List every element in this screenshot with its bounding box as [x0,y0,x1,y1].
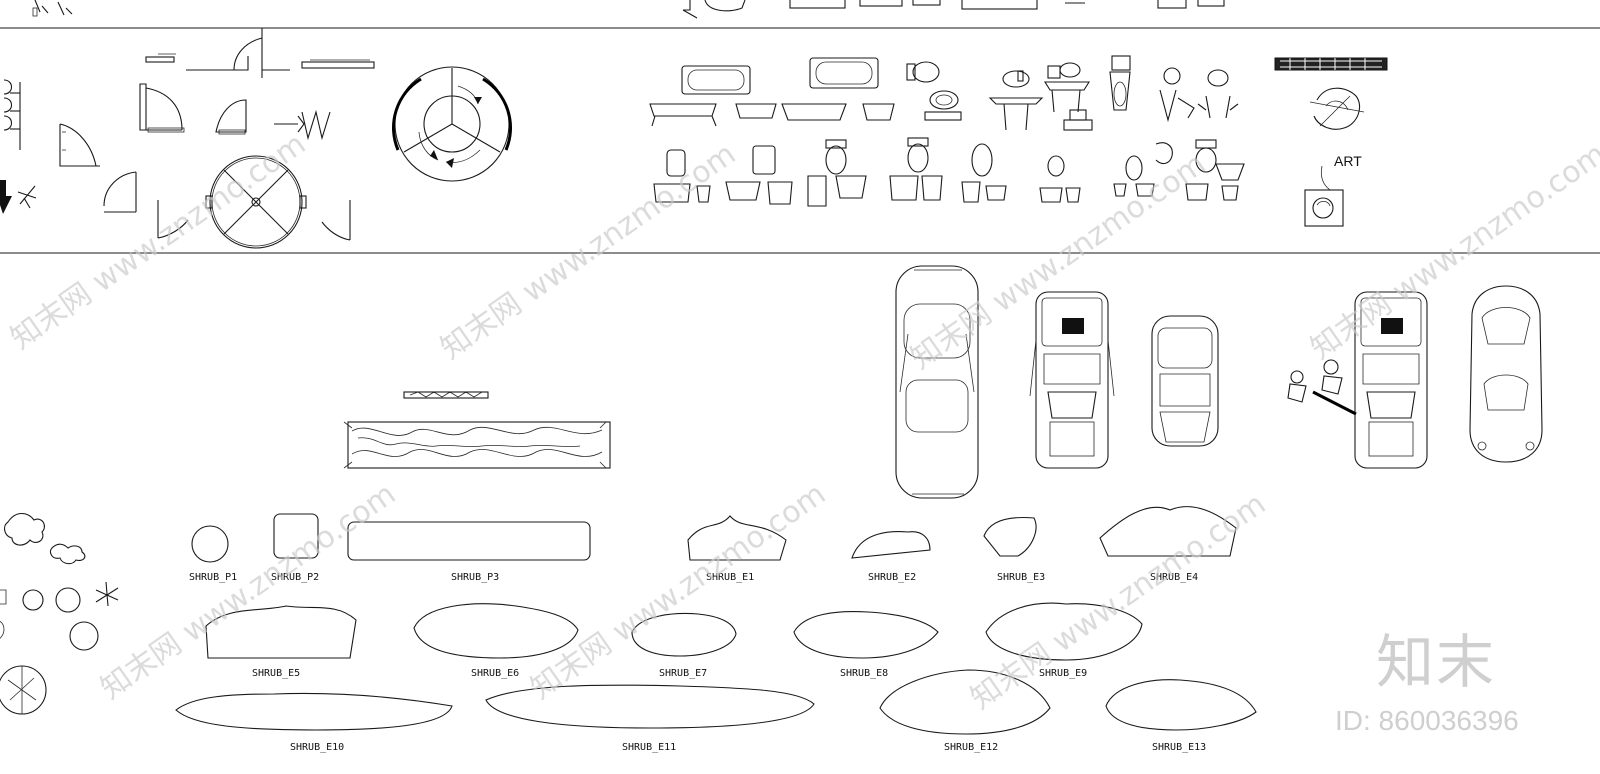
shrub-label-e3: SHRUB_E3 [997,572,1045,583]
shrub-label-p3: SHRUB_P3 [451,572,499,583]
shrub-label-e10: SHRUB_E10 [290,742,344,753]
revolving-door-icon [205,155,307,249]
toilet-icon [906,61,1093,131]
brand-id: ID: 860036396 [1335,705,1519,736]
arrow-down-icon [0,180,12,214]
shrub-label-e4: SHRUB_E4 [1150,572,1198,583]
top-left-fragment [32,0,73,17]
brand-watermark: 知末 ID: 860036396 [1335,628,1519,736]
person-figure-icon [1287,359,1357,416]
shrub-label-p1: SHRUB_P1 [189,572,237,583]
shrub-label-e8: SHRUB_E8 [840,668,888,679]
shrub-icon [191,506,1237,563]
shrub-label-e6: SHRUB_E6 [471,668,519,679]
planter-box [343,391,611,469]
urinal-icon [1109,55,1239,123]
shrub-label-e13: SHRUB_E13 [1152,742,1206,753]
left-edge-symbols [0,79,37,214]
shrub-label-p2: SHRUB_P2 [271,572,319,583]
car-topview-icon [1469,285,1543,463]
door-swing-icon [59,28,375,241]
shrub-icon [205,602,1143,661]
art-piece-icon: ART [1304,87,1365,227]
shrub-label-e11: SHRUB_E11 [622,742,676,753]
shrub-label-e7: SHRUB_E7 [659,668,707,679]
car-topview-icon [1354,291,1428,469]
bathtub-icon [681,57,879,95]
shrub-label-e1: SHRUB_E1 [706,572,754,583]
urinal-icon [1113,139,1245,201]
tree-canopy-icon [0,512,119,715]
car-topview-icon [1151,315,1219,447]
shrub-icon [175,669,1257,735]
revolving-door-icon [392,66,512,182]
shrub-label-e2: SHRUB_E2 [868,572,916,583]
shrub-label-e9: SHRUB_E9 [1039,668,1087,679]
car-topview-icon [1029,291,1115,469]
car-topview-icon [895,265,979,499]
bathtub-icon [649,103,895,127]
top-strip-furniture [682,0,1225,19]
toilet-icon [653,137,1081,207]
art-label: ART [1334,153,1362,169]
brand-logo: 知末 [1376,628,1496,696]
railing-icon [1274,57,1388,71]
shrub-label-e12: SHRUB_E12 [944,742,998,753]
sanitary-fixtures-group [649,55,1245,207]
shrub-label-e5: SHRUB_E5 [252,668,300,679]
